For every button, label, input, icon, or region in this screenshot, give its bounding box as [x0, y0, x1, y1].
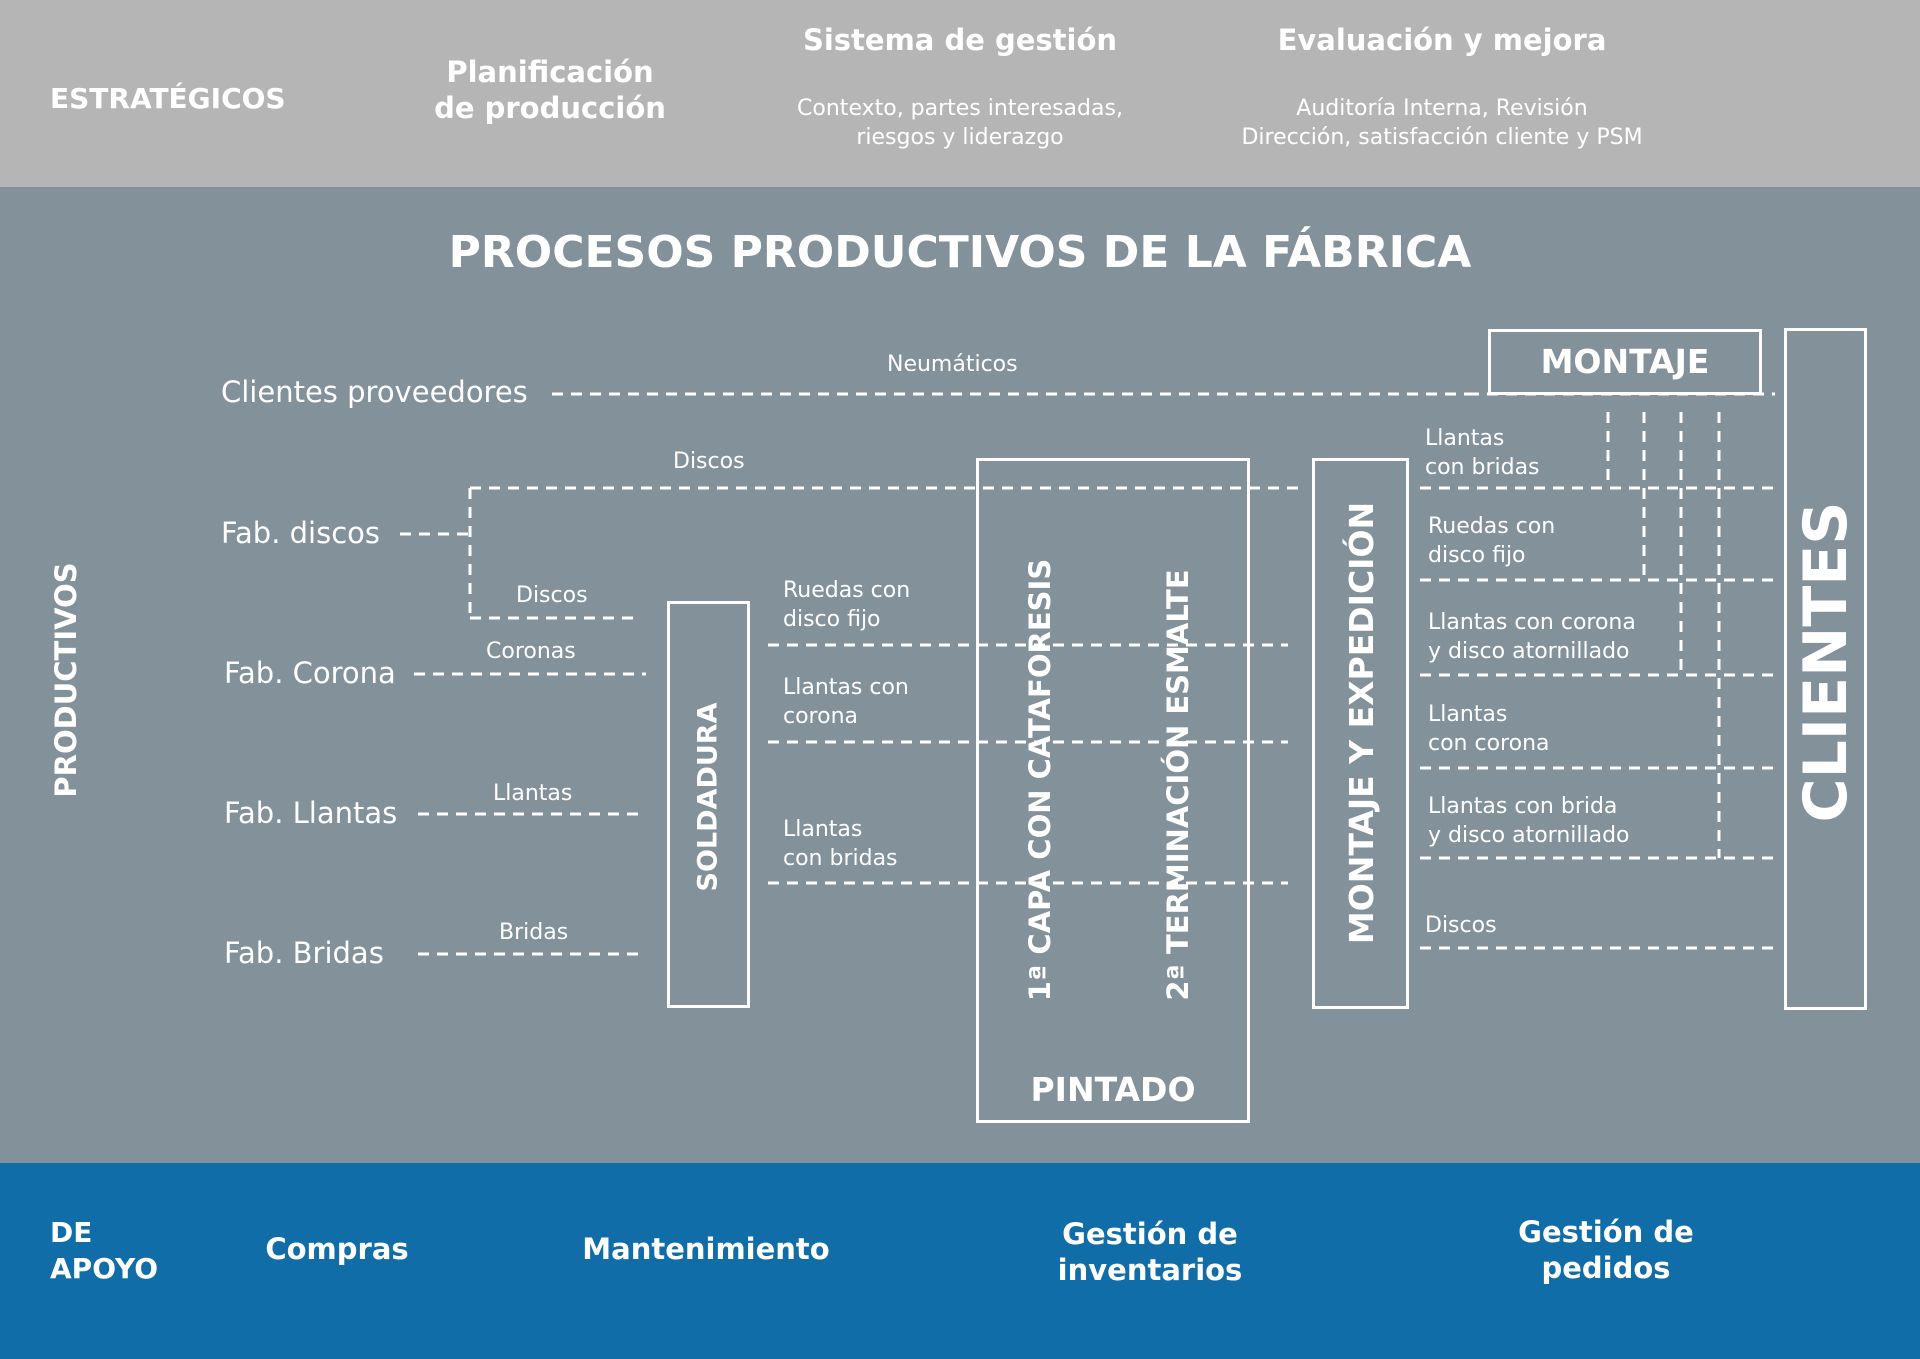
label-discs-top: Discos	[673, 449, 745, 474]
label-crowns: Coronas	[486, 639, 576, 664]
support-maintenance: Mantenimiento	[582, 1232, 830, 1266]
label-out-rims-flange-bolted: Llantas con brida y disco atornillado	[1428, 794, 1630, 848]
evaluation-desc: Auditoría Interna, Revisión Dirección, s…	[1241, 96, 1643, 150]
label-rims: Llantas	[493, 781, 573, 806]
label-discs-low: Discos	[516, 583, 588, 608]
source-fab-flanges: Fab. Bridas	[224, 936, 384, 970]
label-out-rims-crown-bolted: Llantas con corona y disco atornillado	[1428, 610, 1636, 664]
label-out-rims-crown: Llantas con corona	[1428, 702, 1550, 756]
source-fab-rims: Fab. Llantas	[224, 796, 398, 830]
welding-box	[667, 601, 750, 1008]
source-clients-suppliers: Clientes proveedores	[221, 375, 528, 409]
label-out-wheels-fixed-disc: Ruedas con disco fijo	[1428, 514, 1556, 568]
support-orders: Gestión de pedidos	[1518, 1215, 1694, 1285]
page-title: PROCESOS PRODUCTIVOS DE LA FÁBRICA	[448, 227, 1472, 278]
strategic-label: ESTRATÉGICOS	[50, 82, 286, 115]
source-fab-discs: Fab. discos	[221, 516, 381, 550]
management-system-title: Sistema de gestión	[802, 23, 1118, 57]
evaluation-title: Evaluación y mejora	[1277, 23, 1607, 57]
assembly-shipping-label: MONTAJE Y EXPEDICIÓN	[1342, 501, 1382, 945]
support-band	[0, 1163, 1920, 1359]
support-purchasing: Compras	[265, 1232, 409, 1266]
label-out-discs: Discos	[1425, 913, 1497, 938]
label-rims-flanges: Llantas con bridas	[783, 817, 898, 871]
support-inventory: Gestión de inventarios	[1057, 1217, 1243, 1287]
clients-box	[1784, 328, 1867, 1010]
clients-label: CLIENTES	[1791, 501, 1861, 823]
production-planning: Planificación de producción	[434, 55, 666, 125]
label-tyres: Neumáticos	[887, 352, 1018, 377]
assembly-label: MONTAJE	[1540, 342, 1710, 381]
management-system-desc: Contexto, partes interesadas, riesgos y …	[797, 96, 1123, 150]
support-label: DE APOYO	[50, 1216, 159, 1285]
strategic-band	[0, 0, 1920, 187]
painting-label: PINTADO	[1030, 1070, 1196, 1109]
first-coat-label: 1ª CAPA CON CATAFORESIS	[1023, 558, 1057, 1002]
assembly-shipping-box	[1312, 458, 1409, 1009]
painting-box	[976, 458, 1250, 1123]
label-flanges: Bridas	[499, 920, 569, 945]
label-wheels-fixed-disc: Ruedas con disco fijo	[783, 578, 911, 632]
assembly-box	[1488, 329, 1762, 395]
label-out-rims-flanges: Llantas con bridas	[1425, 426, 1540, 480]
welding-label: SOLDADURA	[692, 702, 724, 892]
label-rims-crown: Llantas con corona	[783, 675, 909, 729]
source-fab-crown: Fab. Corona	[224, 656, 396, 690]
second-coat-label: 2ª TERMINACIÓN ESMALTE	[1161, 569, 1195, 1001]
